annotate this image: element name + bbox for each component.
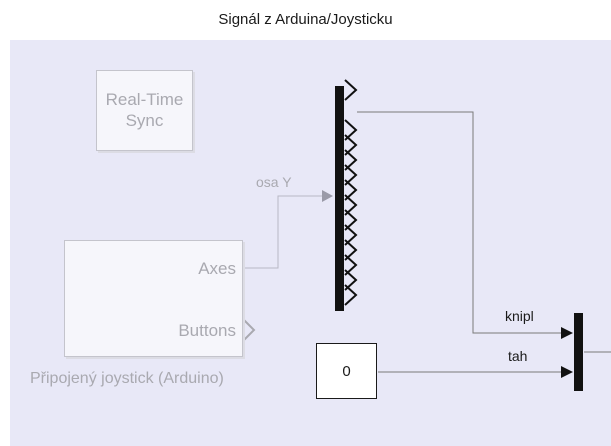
demux-output-ports bbox=[344, 79, 358, 306]
signal-label-tah[interactable]: tah bbox=[508, 348, 528, 364]
constant-block[interactable]: 0 bbox=[316, 343, 377, 399]
signal-label-osa-y[interactable]: osa Y bbox=[256, 174, 292, 190]
joystick-block[interactable]: Axes Buttons bbox=[64, 240, 243, 357]
wire-tah-arrow bbox=[561, 366, 573, 378]
demux-block bbox=[335, 86, 344, 311]
wire-osa-y-arrow bbox=[322, 190, 333, 202]
wire-knipl bbox=[357, 111, 562, 334]
mux-block bbox=[574, 313, 583, 391]
real-time-sync-block[interactable]: Real-Time Sync bbox=[96, 70, 193, 151]
subsystem-title: Signál z Arduina/Joysticku bbox=[218, 11, 393, 28]
joystick-block-name: Připojený joystick (Arduino) bbox=[30, 370, 224, 387]
real-time-sync-label-line1: Real-Time bbox=[105, 90, 184, 110]
wire-knipl-arrow bbox=[561, 327, 573, 339]
port-buttons-label: Buttons bbox=[178, 321, 236, 340]
wire-osa-y bbox=[248, 195, 323, 269]
port-axes-label: Axes bbox=[198, 259, 236, 278]
constant-value: 0 bbox=[342, 362, 351, 380]
real-time-sync-label-line2: Sync bbox=[125, 110, 164, 130]
buttons-port-chevron bbox=[243, 319, 256, 341]
signal-label-knipl[interactable]: knipl bbox=[505, 308, 534, 324]
